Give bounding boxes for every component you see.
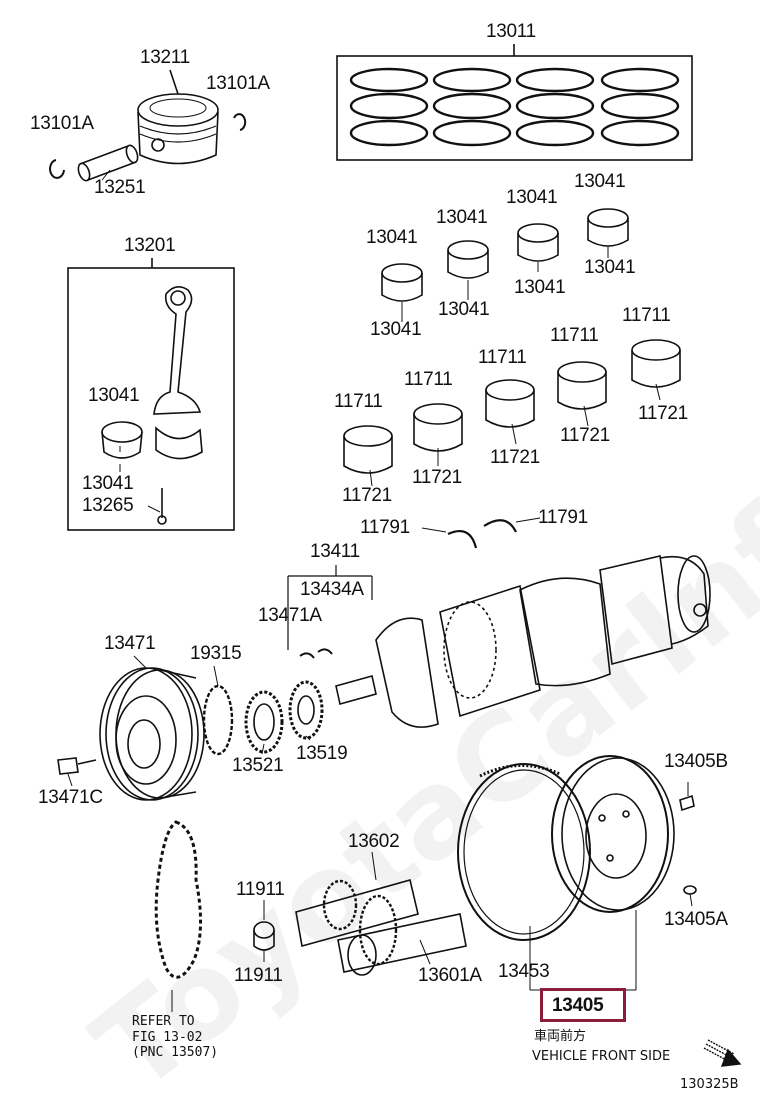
part-label-11721-e: 11721: [638, 403, 688, 424]
part-label-11721-a: 11721: [342, 485, 392, 506]
piston: [137, 69, 219, 165]
connecting-rod-box: [67, 258, 235, 531]
part-label-11711-e: 11711: [622, 305, 671, 326]
front-direction-arrow: [703, 1039, 742, 1067]
part-label-13405[interactable]: 13405: [552, 995, 604, 1016]
part-label-13201: 13201: [124, 235, 176, 256]
part-label-13519: 13519: [296, 743, 348, 764]
crank-pulley: [99, 667, 205, 801]
part-label-13405b: 13405B: [664, 751, 728, 772]
figure-id: 130325B: [680, 1077, 739, 1092]
part-label-13251: 13251: [94, 177, 146, 198]
part-label-11911-a: 11911: [236, 879, 285, 900]
part-label-11721-c: 11721: [490, 447, 540, 468]
rod-bearings: [381, 208, 629, 302]
part-label-13434a: 13434A: [300, 579, 364, 600]
pulley-bolt: [57, 757, 97, 775]
part-label-11911-b: 11911: [234, 965, 283, 986]
part-label-11721-b: 11721: [412, 467, 462, 488]
refer-note-line1: REFER TO: [132, 1014, 195, 1029]
bracket-13411: [287, 565, 373, 659]
part-label-11791-a: 11791: [360, 517, 410, 538]
part-label-13411: 13411: [310, 541, 360, 562]
piston-ring-set-box: [336, 44, 693, 161]
flywheel-bolt: [679, 794, 695, 812]
balance-shaft-gear: [288, 680, 324, 740]
part-label-13041-h: 13041: [370, 319, 422, 340]
part-label-11711-c: 11711: [478, 347, 527, 368]
part-label-13601a: 13601A: [418, 965, 482, 986]
part-label-13041-b: 13041: [436, 207, 488, 228]
thrust-washers: [447, 519, 517, 549]
crankshaft: [335, 555, 711, 728]
part-label-13041-rod-upper: 13041: [88, 385, 140, 406]
balance-shaft-assembly: [295, 879, 467, 976]
part-label-11711-b: 11711: [404, 369, 453, 390]
timing-rotor-plate: [202, 684, 234, 756]
balance-bearing: [253, 921, 275, 951]
part-label-13101a-right: 13101A: [206, 73, 270, 94]
refer-note: REFER TO FIG 13-02 (PNC 13507): [132, 1014, 218, 1061]
flywheel-pin: [683, 885, 697, 895]
part-label-13041-rod-lower: 13041: [82, 473, 134, 494]
part-label-13041-g: 13041: [438, 299, 490, 320]
part-label-13211: 13211: [140, 47, 190, 68]
snap-rings: [49, 113, 247, 179]
part-label-13405a: 13405A: [664, 909, 728, 930]
front-side-jp: 車両前方: [534, 1029, 587, 1044]
part-label-13041-c: 13041: [506, 187, 558, 208]
part-label-13041-f: 13041: [514, 277, 566, 298]
piston-rings: [349, 67, 680, 147]
part-label-13011: 13011: [486, 21, 536, 42]
part-label-11721-d: 11721: [560, 425, 610, 446]
part-label-13602: 13602: [348, 831, 400, 852]
highlighted-part-box: [540, 988, 626, 1022]
refer-note-line2: FIG 13-02: [132, 1029, 203, 1045]
piston-pin: [77, 144, 139, 182]
part-label-11791-b: 11791: [538, 507, 588, 528]
main-bearings: [343, 339, 681, 474]
part-label-13041-d: 13041: [574, 171, 626, 192]
leader-lines: [67, 169, 693, 1012]
part-label-13041-a: 13041: [366, 227, 418, 248]
part-label-11711-d: 11711: [550, 325, 599, 346]
front-side-en: VEHICLE FRONT SIDE: [532, 1049, 671, 1064]
flywheel: [551, 755, 675, 913]
part-label-13521: 13521: [232, 755, 284, 776]
part-label-13471a: 13471A: [258, 605, 322, 626]
ring-gear: [457, 763, 591, 941]
part-label-13471c: 13471C: [38, 787, 103, 808]
part-label-13265: 13265: [82, 495, 134, 516]
part-label-11711-a: 11711: [334, 391, 383, 412]
crank-timing-sprocket: [244, 690, 284, 754]
part-label-13453: 13453: [498, 961, 550, 982]
part-label-13471: 13471: [104, 633, 156, 654]
part-label-13041-e: 13041: [584, 257, 636, 278]
refer-note-line3: (PNC 13507): [132, 1045, 219, 1061]
part-label-19315: 19315: [190, 643, 242, 664]
part-label-13101a-left: 13101A: [30, 113, 94, 134]
timing-chain: [154, 820, 202, 979]
